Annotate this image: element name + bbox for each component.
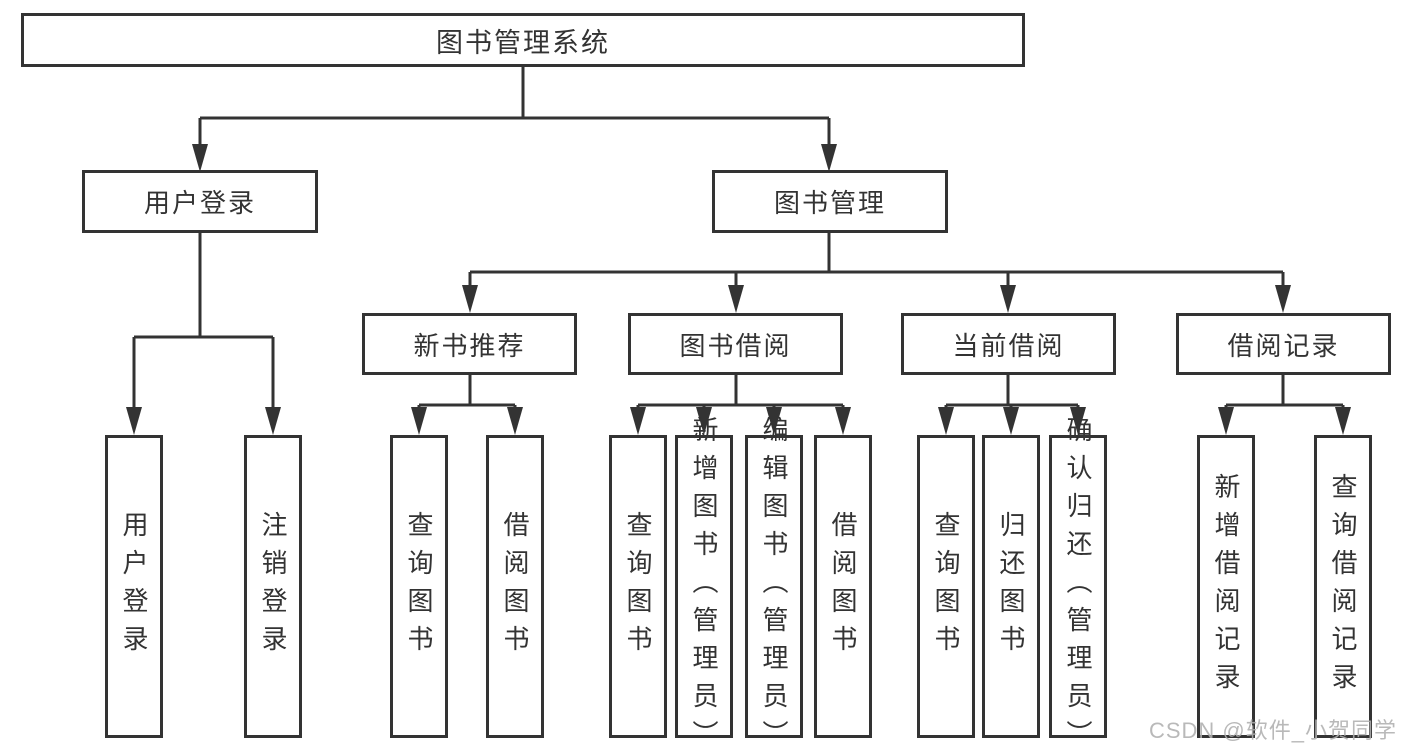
- arrowhead: [1275, 285, 1291, 313]
- arrowhead: [1003, 407, 1019, 435]
- leaf-label: 新增图书（管理员）: [689, 415, 719, 747]
- node-borrow-record: 借阅记录: [1176, 313, 1391, 375]
- connector-new-book-children: [411, 375, 523, 435]
- node-label: 新书推荐: [413, 330, 526, 361]
- arrowhead: [265, 407, 281, 435]
- node-label: 图书借阅: [679, 330, 792, 361]
- leaf-label: 新增借阅记录: [1211, 472, 1241, 701]
- leaf-current-return-books: 归还图书: [982, 435, 1040, 738]
- connector-borrow-record-children: [1218, 375, 1351, 435]
- arrowhead: [411, 407, 427, 435]
- arrowhead: [462, 285, 478, 313]
- leaf-label: 查询图书: [623, 510, 653, 663]
- arrowhead: [728, 285, 744, 313]
- arrowhead: [507, 407, 523, 435]
- arrowhead: [835, 407, 851, 435]
- leaf-recommend-borrow-books: 借阅图书: [486, 435, 544, 738]
- leaf-borrow-query-books: 查询图书: [609, 435, 667, 738]
- leaf-label: 借阅图书: [500, 510, 530, 663]
- connector-book-management-children: [462, 233, 1291, 313]
- connector-book-borrow-children: [630, 375, 851, 435]
- arrowhead: [938, 407, 954, 435]
- leaf-logout: 注销登录: [244, 435, 302, 738]
- node-new-book-recommend: 新书推荐: [362, 313, 577, 375]
- leaf-label: 查询图书: [404, 510, 434, 663]
- connector-root-branches: [192, 67, 837, 172]
- node-book-borrow: 图书借阅: [628, 313, 843, 375]
- leaf-label: 注销登录: [258, 510, 288, 663]
- node-current-borrow: 当前借阅: [901, 313, 1116, 375]
- csdn-watermark: CSDN @软件_小贺同学: [1148, 718, 1397, 743]
- node-label: 图书管理: [773, 188, 886, 218]
- node-label: 借阅记录: [1227, 330, 1340, 361]
- arrowhead: [630, 407, 646, 435]
- arrowhead: [1000, 285, 1016, 313]
- node-book-management: 图书管理: [712, 170, 948, 233]
- leaf-label: 归还图书: [996, 510, 1026, 663]
- leaf-label: 查询借阅记录: [1328, 472, 1358, 701]
- arrowhead: [126, 407, 142, 435]
- arrowhead: [1335, 407, 1351, 435]
- leaf-label: 用户登录: [119, 510, 149, 663]
- leaf-record-query-record: 查询借阅记录: [1314, 435, 1372, 738]
- leaf-record-add-record: 新增借阅记录: [1197, 435, 1255, 738]
- leaf-recommend-query-books: 查询图书: [390, 435, 448, 738]
- connector-user-login-children: [126, 233, 281, 435]
- arrowhead: [821, 144, 837, 172]
- node-root-system: 图书管理系统: [21, 13, 1025, 67]
- node-user-login: 用户登录: [82, 170, 318, 233]
- leaf-borrow-borrow-books: 借阅图书: [814, 435, 872, 738]
- arrowhead: [1218, 407, 1234, 435]
- leaf-label: 查询图书: [931, 510, 961, 663]
- leaf-current-query-books: 查询图书: [917, 435, 975, 738]
- leaf-label: 编辑图书（管理员）: [759, 415, 789, 747]
- leaf-label: 借阅图书: [828, 510, 858, 663]
- leaf-label: 确认归还（管理员）: [1063, 415, 1093, 747]
- leaf-current-confirm-return-admin: 确认归还（管理员）: [1049, 416, 1107, 747]
- node-label: 图书管理系统: [436, 27, 610, 58]
- leaf-user-login: 用户登录: [105, 435, 163, 738]
- arrowhead: [192, 144, 208, 172]
- leaf-borrow-edit-books-admin: 编辑图书（管理员）: [745, 416, 803, 747]
- node-label: 当前借阅: [952, 330, 1065, 361]
- leaf-borrow-add-books-admin: 新增图书（管理员）: [675, 416, 733, 747]
- node-label: 用户登录: [143, 188, 256, 218]
